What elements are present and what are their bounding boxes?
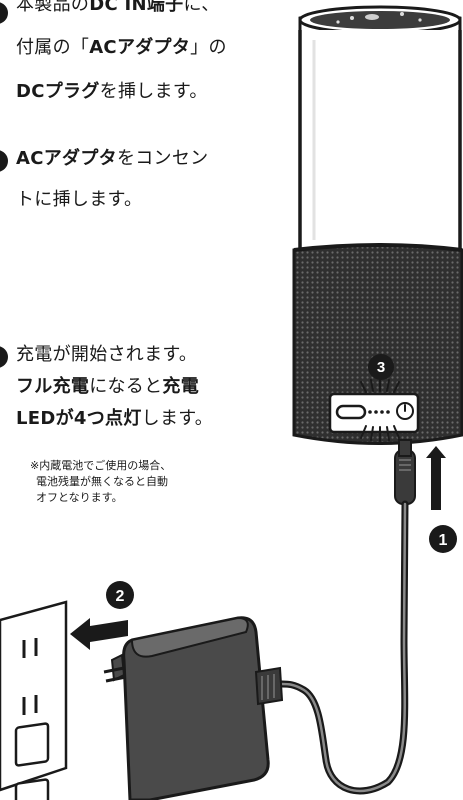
arrow-left-icon	[70, 618, 128, 650]
step-2-marker	[0, 150, 8, 172]
svg-text:3: 3	[377, 359, 385, 376]
callout-2: 2	[106, 581, 134, 609]
step-3-line-3: LEDが4つ点灯します。	[16, 408, 213, 429]
step-1-line-2: 付属の「ACアダプタ」の	[16, 37, 227, 58]
bold-text-run: DCプラグ	[16, 81, 100, 102]
bold-text-run: 充電	[162, 376, 200, 397]
note-line: ※内蔵電池でご使用の場合、	[30, 459, 172, 472]
battery-note: ※内蔵電池でご使用の場合、 電池残量が無くなると自動 オフとなります。	[30, 458, 171, 506]
bold-text-run: ACアダプタ	[16, 148, 117, 169]
callout-3: 3	[368, 354, 394, 380]
wall-outlet	[0, 600, 68, 800]
bold-text-run: フル充電	[16, 376, 90, 397]
text-run: します。	[141, 408, 214, 429]
text-run: 充電が開始されます。	[16, 344, 198, 365]
ac-adapter	[103, 616, 284, 800]
text-run: をコンセン	[116, 148, 209, 169]
svg-text:1: 1	[439, 532, 448, 549]
step-3-line-2: フル充電になると充電	[16, 376, 199, 397]
port-panel	[328, 392, 420, 434]
power-cable	[278, 500, 409, 795]
svg-text:2: 2	[116, 588, 125, 605]
text-run: を挿します。	[99, 81, 208, 102]
dc-in-port	[335, 404, 367, 420]
step-2-line-1: ACアダプタをコンセン	[16, 148, 208, 169]
bold-text-run: ACアダプタ	[89, 37, 191, 58]
text-run: に、	[183, 0, 220, 15]
text-run: 」の	[190, 37, 227, 58]
speaker	[292, 5, 463, 445]
dc-plug	[394, 439, 416, 505]
text-run: 付属の「	[16, 37, 90, 58]
step-2-line-2: トに挿します。	[16, 189, 142, 210]
arrow-up-icon	[426, 446, 446, 510]
text-run: トに挿します。	[16, 189, 143, 210]
callout-1: 1	[429, 525, 457, 553]
step-3-marker	[0, 346, 8, 368]
led-glow-icon	[360, 378, 400, 442]
note-line: 電池残量が無くなると自動	[36, 475, 168, 488]
bold-text-run: DC IN端子	[89, 0, 184, 15]
text-run: になると	[89, 376, 163, 397]
step-3-line-1: 充電が開始されます。	[16, 344, 197, 365]
step-1-marker	[0, 2, 8, 24]
text-run: 本製品の	[16, 0, 90, 15]
step-1-line-1: 本製品のDC IN端子に、	[16, 0, 220, 15]
bold-text-run: LEDが4つ点灯	[16, 408, 142, 429]
step-1-line-3: DCプラグを挿します。	[16, 81, 208, 102]
note-line: オフとなります。	[36, 491, 123, 504]
